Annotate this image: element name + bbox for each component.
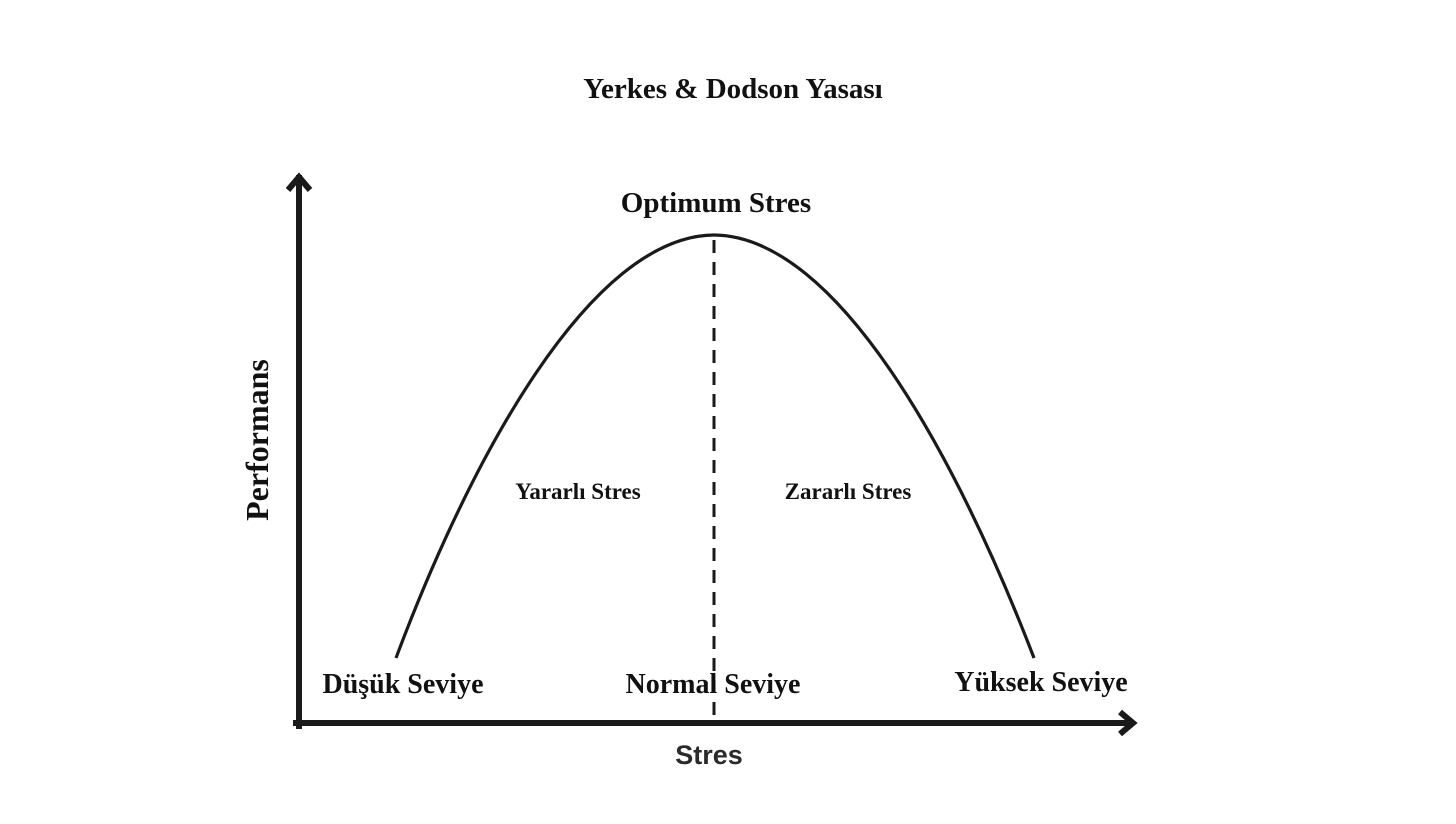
y-axis-arrowhead <box>285 172 313 192</box>
right-region-label: Zararlı Stres <box>785 479 912 504</box>
x-axis-arrowhead <box>1118 709 1138 737</box>
diagram-title: Yerkes & Dodson Yasası <box>583 73 882 105</box>
performance-curve <box>394 233 1036 659</box>
y-axis-label: Performans <box>239 359 275 521</box>
low-level-label: Düşük Seviye <box>322 669 483 700</box>
normal-level-label: Normal Seviye <box>626 669 801 700</box>
x-axis-label: Stres <box>675 740 743 770</box>
left-region-label: Yararlı Stres <box>515 479 640 504</box>
peak-label: Optimum Stres <box>621 187 811 219</box>
high-level-label: Yüksek Seviye <box>954 667 1127 698</box>
